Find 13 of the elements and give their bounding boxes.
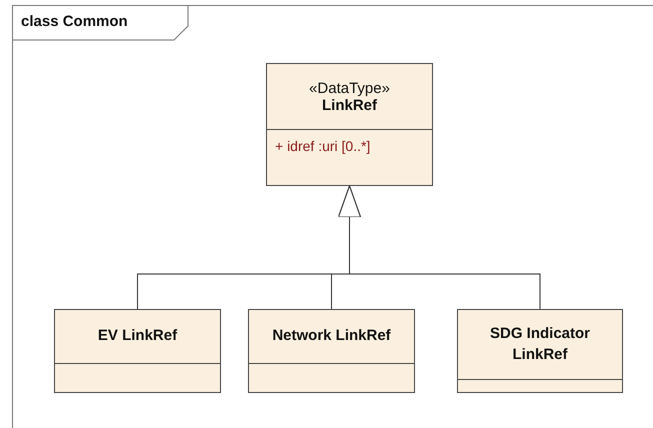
attribute: + idref :uri [0..*]	[275, 138, 370, 154]
class-name: LinkRef	[322, 96, 377, 114]
class-box	[248, 309, 415, 393]
frame-title: class Common	[21, 13, 128, 30]
class-box	[266, 63, 433, 186]
stereotype: «DataType»	[309, 80, 390, 96]
generalization-arrow	[338, 186, 540, 310]
class-name: Network LinkRef	[272, 326, 391, 346]
class-box	[457, 309, 623, 393]
class-box	[54, 309, 221, 393]
class-name: SDG Indicator LinkRef	[488, 324, 591, 364]
class-name: EV LinkRef	[98, 326, 178, 346]
diagram-frame	[12, 5, 653, 428]
